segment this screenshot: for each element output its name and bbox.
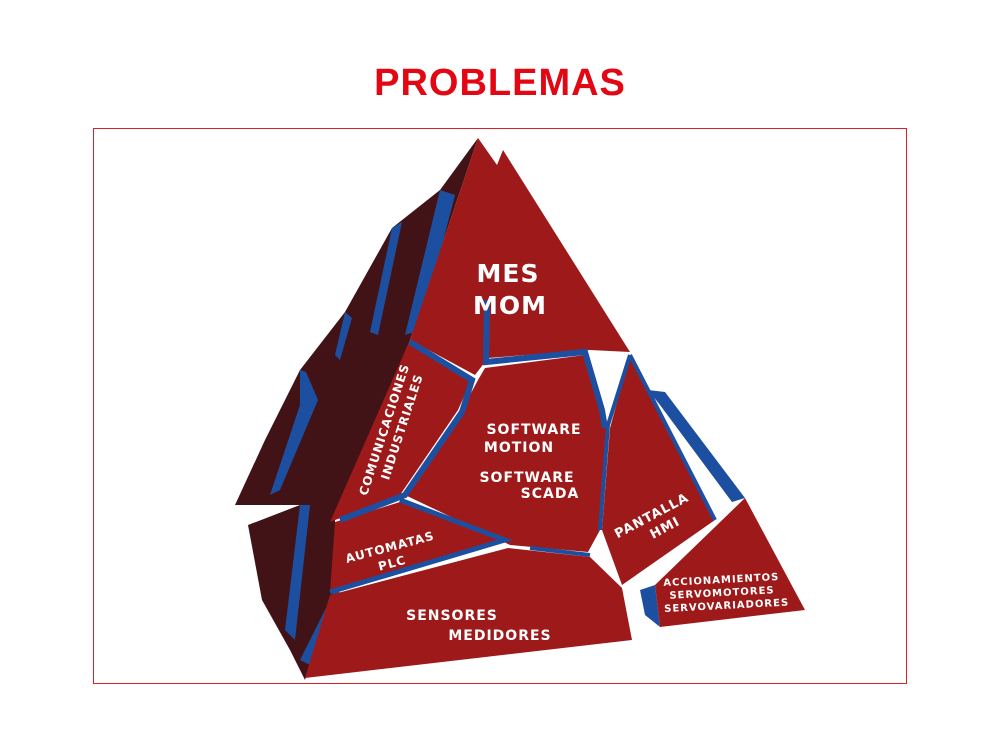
crack-automatas: [329, 497, 513, 595]
crack-back-3: [335, 312, 352, 360]
label-sensores-line1: SENSORES: [406, 608, 498, 624]
face-accionamientos: [655, 498, 805, 627]
face-mes: [410, 138, 630, 375]
diagram-frame: [93, 128, 907, 684]
crack-comm-right: [338, 339, 476, 523]
label-software-motion: SOFTWARE MOTION: [484, 422, 581, 456]
crack-back-5: [285, 505, 310, 640]
crack-right-lower: [640, 585, 660, 627]
label-software-motion-line1: SOFTWARE: [486, 422, 581, 438]
crack-back-2: [370, 222, 402, 335]
label-mes: MES MOM: [473, 259, 547, 320]
crack-back-4: [270, 370, 318, 495]
label-mes-line2: MOM: [473, 291, 547, 320]
crack-mes-bottom: [482, 299, 608, 429]
crack-center-right: [598, 354, 632, 531]
label-software-scada-line1: SOFTWARE: [479, 470, 574, 486]
label-accionamientos: ACCIONAMIENTOS SERVOMOTORES SERVOVARIADO…: [663, 572, 789, 615]
label-software-scada-line2: SCADA: [521, 486, 580, 502]
crack-right-edge: [648, 390, 745, 502]
crack-back-1: [405, 190, 455, 335]
crack-pantalla-right: [628, 354, 717, 521]
crack-software-bottom: [529, 546, 591, 557]
label-mes-line1: MES: [477, 259, 540, 288]
label-software-motion-line2: MOTION: [484, 440, 554, 456]
page-title: PROBLEMAS: [374, 62, 626, 104]
face-sensores: [305, 548, 632, 678]
face-comunicaciones: [330, 340, 472, 522]
face-software: [405, 355, 608, 552]
label-sensores-line2: MEDIDORES: [448, 628, 551, 644]
label-sensores: SENSORES MEDIDORES: [406, 608, 551, 644]
face-pantalla: [602, 355, 715, 585]
label-software-scada: SOFTWARE SCADA: [479, 470, 580, 502]
